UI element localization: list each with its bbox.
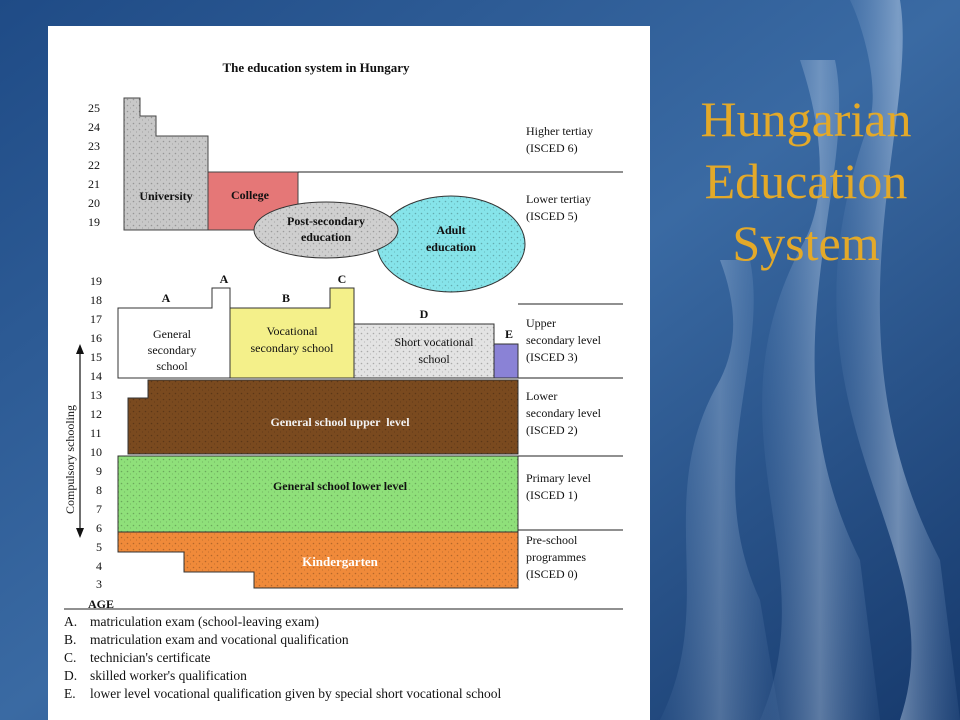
age-label: 19 xyxy=(88,215,100,229)
adult-education-label: Adult xyxy=(436,223,465,237)
level-label-upper-secondary: secondary level xyxy=(526,333,602,347)
age-label: 14 xyxy=(90,369,102,383)
track-letter-e: E xyxy=(505,327,513,341)
age-label: 9 xyxy=(96,464,102,478)
age-label: 13 xyxy=(90,388,102,402)
background-ribbon xyxy=(660,260,780,720)
legend-item: B. matriculation exam and vocational qual… xyxy=(64,632,349,648)
legend-text: skilled worker's qualification xyxy=(90,668,247,683)
level-separators xyxy=(64,303,623,610)
legend-key: D. xyxy=(64,668,78,683)
level-label-primary: (ISCED 1) xyxy=(526,488,578,502)
short-vocational-label: Short vocational xyxy=(395,335,475,349)
slide-title-line: Hungarian xyxy=(700,91,912,147)
age-label: 6 xyxy=(96,521,102,535)
short-vocational-label: school xyxy=(418,352,450,366)
background-ribbon xyxy=(836,0,960,720)
age-label: 10 xyxy=(90,445,102,459)
age-label: 5 xyxy=(96,540,102,554)
track-letter-c: C xyxy=(338,272,347,286)
kindergarten-label: Kindergarten xyxy=(302,554,379,569)
slide-title-line: Education xyxy=(704,153,908,209)
age-label: 23 xyxy=(88,139,100,153)
general-secondary-label: General xyxy=(153,327,192,341)
isced-level-labels: Higher tertiay (ISCED 6) Lower tertiay (… xyxy=(526,124,602,581)
legend-item: D. skilled worker's qualification xyxy=(64,668,247,684)
legend-key: A. xyxy=(64,614,78,629)
track-letter-a: A xyxy=(162,291,171,305)
upper-age-axis: 25 24 23 22 21 20 19 xyxy=(88,101,100,229)
level-label-lower-tertiary: Lower tertiay xyxy=(526,192,591,206)
general-secondary-label: school xyxy=(156,359,188,373)
special-vocational-block-e xyxy=(493,343,519,379)
diagram-title: The education system in Hungary xyxy=(222,60,410,75)
post-secondary-label: Post-secondary xyxy=(287,214,365,228)
level-label-primary: Primary level xyxy=(526,471,592,485)
age-label: 25 xyxy=(88,101,100,115)
legend-key: C. xyxy=(64,650,77,665)
age-label: 19 xyxy=(90,274,102,288)
age-label: 17 xyxy=(90,312,102,326)
university-label: University xyxy=(139,189,192,203)
level-label-lower-secondary: (ISCED 2) xyxy=(526,423,578,437)
age-label: 16 xyxy=(90,331,102,345)
level-label-pre-school: (ISCED 0) xyxy=(526,567,578,581)
age-label: 3 xyxy=(96,577,102,591)
age-axis-label: AGE xyxy=(88,597,114,611)
track-letter-a: A xyxy=(220,272,229,286)
general-secondary-label: secondary xyxy=(148,343,197,357)
level-label-lower-secondary: Lower xyxy=(526,389,557,403)
level-label-pre-school: Pre-school xyxy=(526,533,578,547)
level-label-lower-tertiary: (ISCED 5) xyxy=(526,209,578,223)
level-label-higher-tertiary: (ISCED 6) xyxy=(526,141,578,155)
compulsory-schooling-label: Compulsory schooling xyxy=(63,405,77,514)
age-label: 15 xyxy=(90,350,102,364)
legend-key: E. xyxy=(64,686,76,701)
level-label-lower-secondary: secondary level xyxy=(526,406,602,420)
age-label: 21 xyxy=(88,177,100,191)
age-label: 7 xyxy=(96,502,102,516)
legend-key: B. xyxy=(64,632,77,647)
legend-item: C. technician's certificate xyxy=(64,650,211,666)
vocational-secondary-label: Vocational xyxy=(266,324,318,338)
slide-title-line: System xyxy=(732,215,880,271)
level-label-upper-secondary: Upper xyxy=(526,316,556,330)
general-school-lower-label: General school lower level xyxy=(273,479,408,493)
legend-item: A. matriculation exam (school-leaving exa… xyxy=(64,614,319,630)
legend-item: E. lower level vocational qualification g… xyxy=(64,686,501,702)
slide-title: Hungarian Education System xyxy=(652,88,960,274)
level-label-pre-school: programmes xyxy=(526,550,586,564)
diagram-page: The education system in Hungary 25 24 23… xyxy=(48,26,650,720)
age-label: 22 xyxy=(88,158,100,172)
post-secondary-label: education xyxy=(301,230,351,244)
lower-age-axis: 19 18 17 16 15 14 13 12 11 10 9 8 7 6 5 … xyxy=(90,274,102,591)
track-letter-d: D xyxy=(420,307,429,321)
level-label-upper-secondary: (ISCED 3) xyxy=(526,350,578,364)
age-label: 4 xyxy=(96,559,102,573)
age-label: 18 xyxy=(90,293,102,307)
age-label: 12 xyxy=(90,407,102,421)
legend-text: matriculation exam (school-leaving exam) xyxy=(90,614,320,629)
background-ribbon xyxy=(760,60,880,720)
age-label: 24 xyxy=(88,120,100,134)
college-label: College xyxy=(231,188,270,202)
level-label-higher-tertiary: Higher tertiay xyxy=(526,124,593,138)
education-diagram: The education system in Hungary 25 24 23… xyxy=(63,60,623,611)
legend-text: technician's certificate xyxy=(90,650,211,665)
age-label: 8 xyxy=(96,483,102,497)
age-label: 20 xyxy=(88,196,100,210)
age-label: 11 xyxy=(90,426,102,440)
adult-education-label: education xyxy=(426,240,476,254)
legend-text: lower level vocational qualification giv… xyxy=(90,686,502,701)
legend-text: matriculation exam and vocational qualif… xyxy=(90,632,349,647)
track-letter-b: B xyxy=(282,291,290,305)
general-school-upper-label: General school upper level xyxy=(270,415,410,429)
vocational-secondary-label: secondary school xyxy=(251,341,335,355)
